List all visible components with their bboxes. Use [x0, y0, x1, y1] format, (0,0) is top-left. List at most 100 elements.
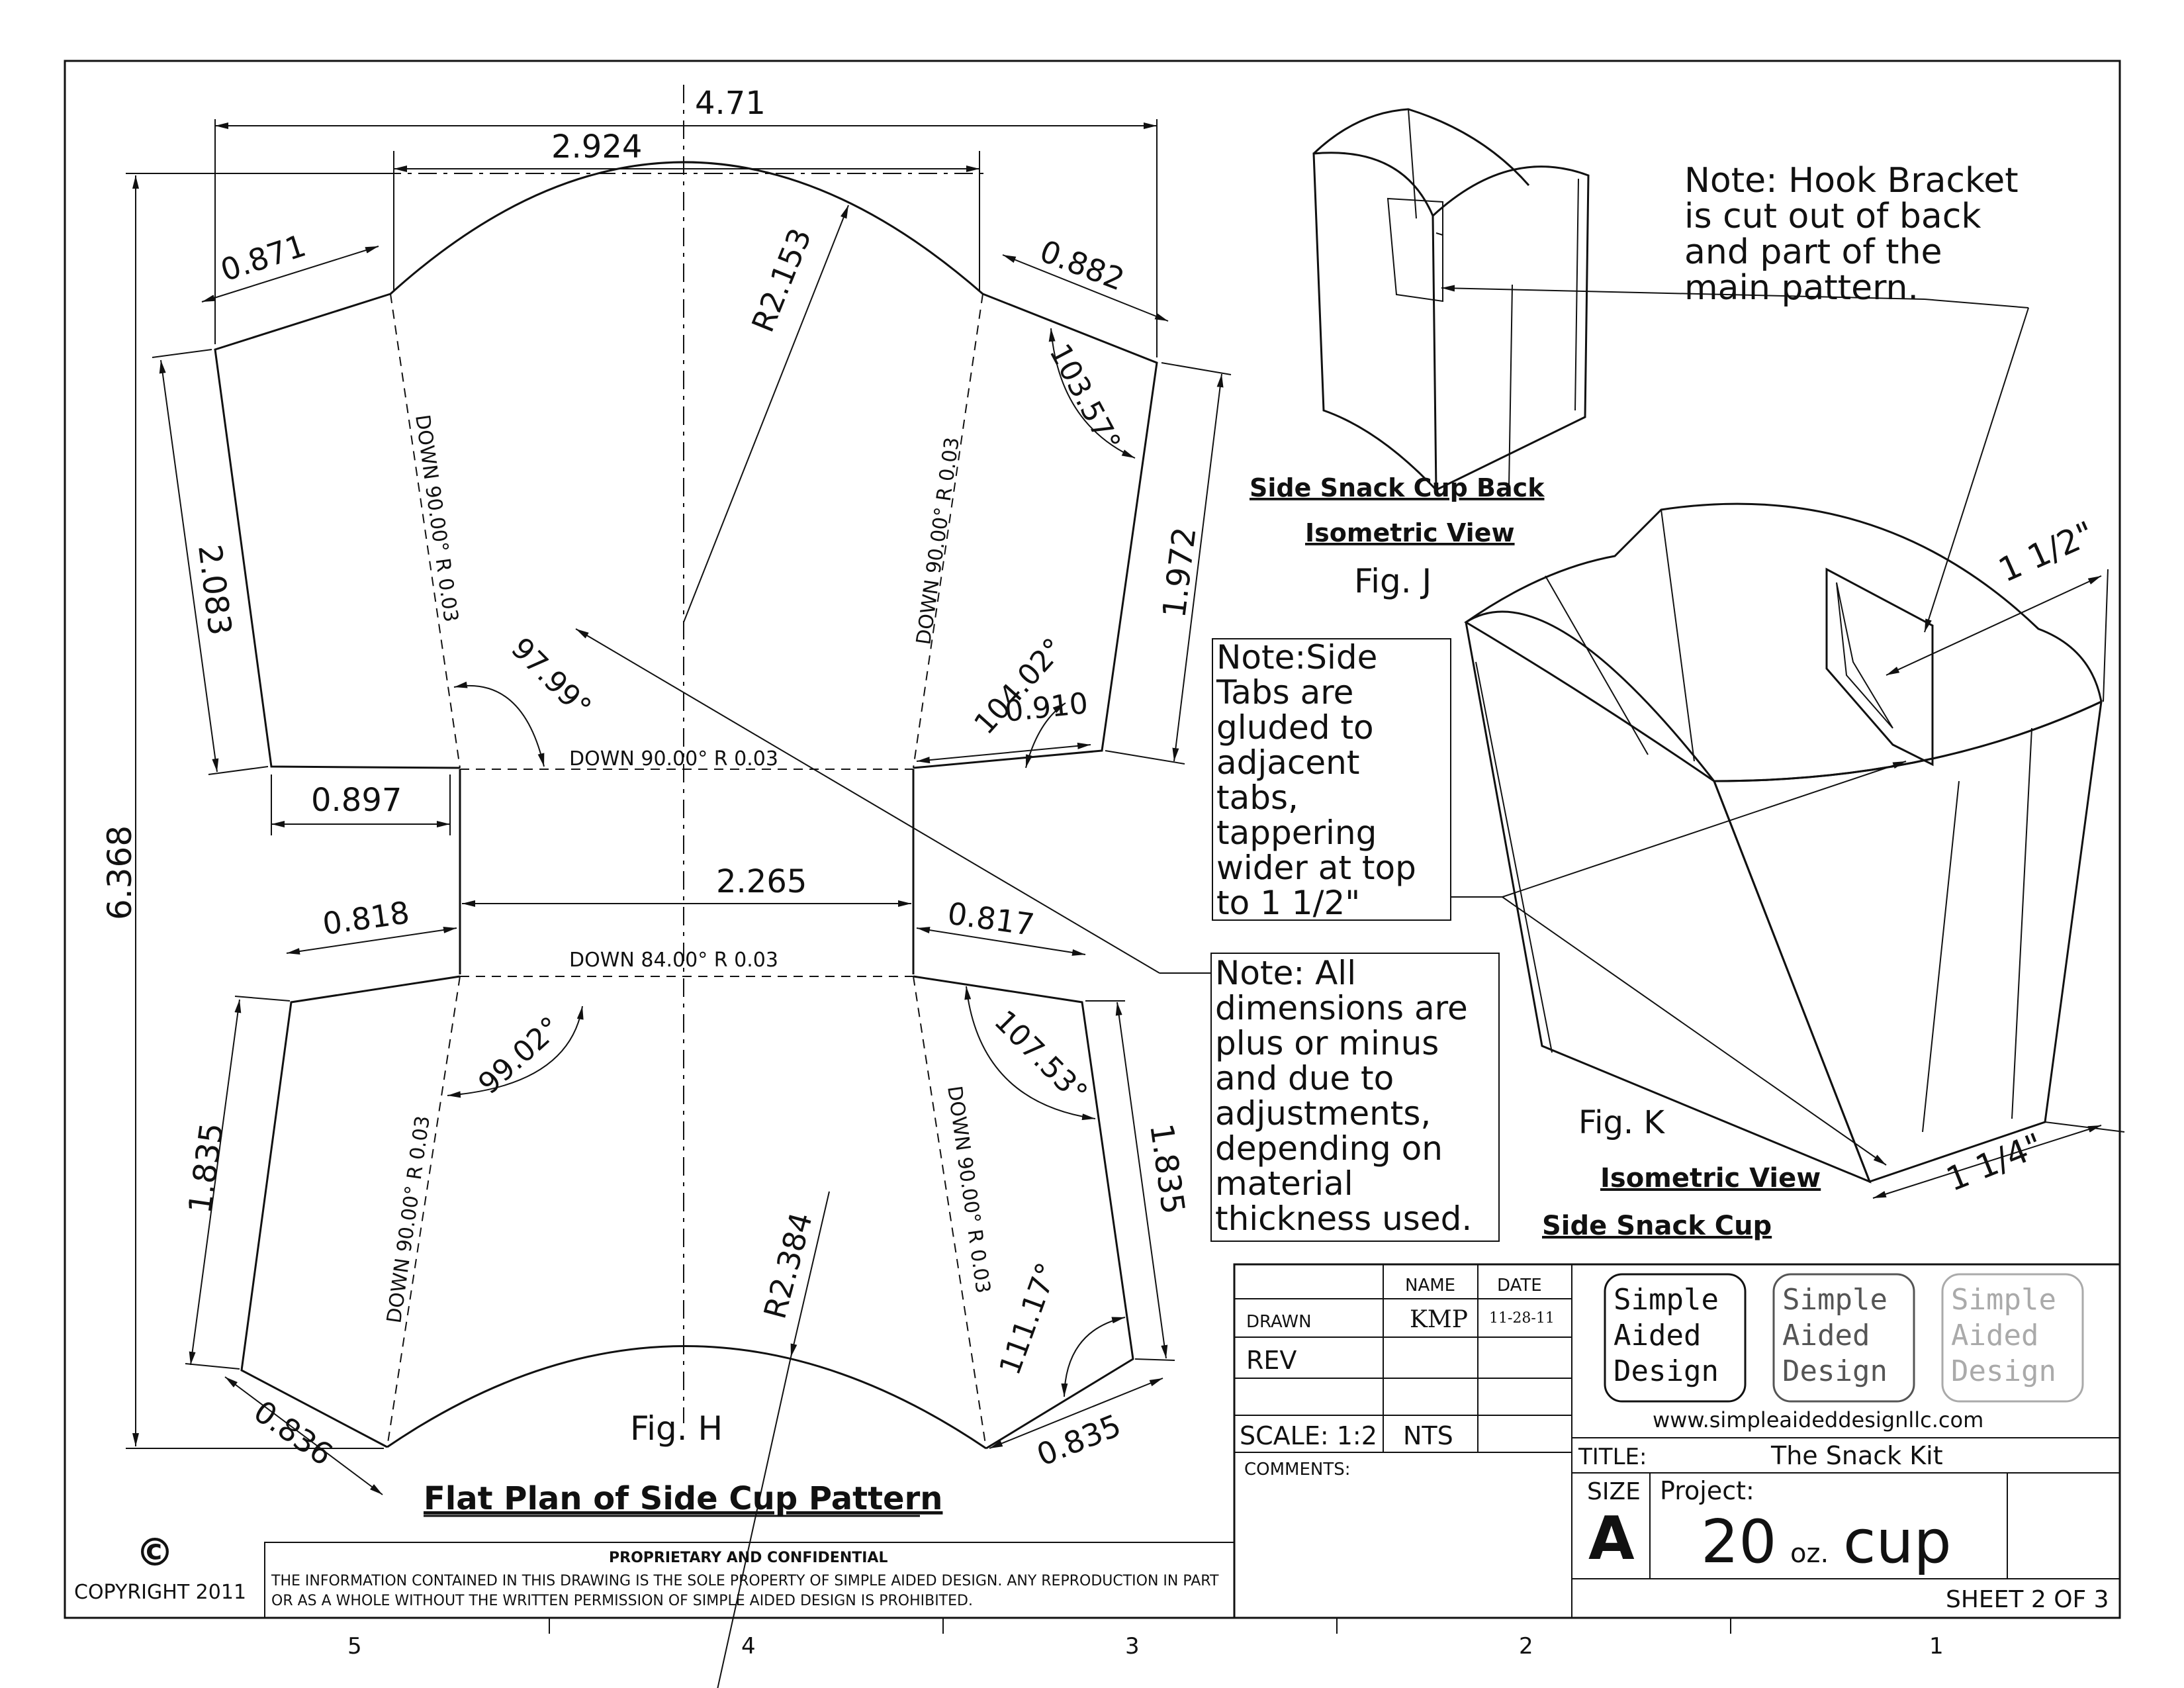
dim-0-835: 0.835: [1032, 1407, 1126, 1473]
iso-left-face: [1465, 610, 1872, 1184]
tb-website: www.simpleaideddesignllc.com: [1653, 1407, 1983, 1432]
top-arc: [389, 161, 983, 295]
dim-0-818: 0.818: [320, 894, 412, 942]
flat-plan: 4.71 2.924 0.871 R2.153 0.882 103.57° 2.…: [101, 85, 1232, 1688]
tb-sheet: SHEET 2 OF 3: [1946, 1586, 2109, 1613]
hook-note: Note: Hook Bracket is cut out of back an…: [1441, 161, 2029, 633]
iso-dim-bottom: 1 1/4": [1941, 1126, 2048, 1199]
dim-r2-153: R2.153: [745, 223, 818, 337]
dim-r2-384: R2.384: [756, 1209, 819, 1323]
svg-text:Aided: Aided: [1782, 1319, 1870, 1352]
fold-note-bottom-center: DOWN 84.00° R 0.03: [569, 949, 778, 972]
dims-note-line-6: depending on: [1215, 1129, 1443, 1168]
tb-drawn-date: 11-28-11: [1489, 1310, 1555, 1327]
dim-0-836: 0.836: [248, 1393, 340, 1473]
iso-view-caption-1: Isometric View: [1600, 1163, 1821, 1194]
dims-note: Note: All dimensions are plus or minus a…: [1210, 953, 1500, 1242]
title-block: NAME DATE DRAWN KMP 11-28-11 REV SCALE: …: [1233, 1263, 2121, 1619]
svg-text:Simple: Simple: [1951, 1283, 2056, 1317]
zone-markers: 5 4 3 2 1: [347, 1618, 1944, 1660]
dims-note-line-3: plus or minus: [1215, 1024, 1439, 1062]
dim-111-17: 111.17°: [993, 1258, 1064, 1380]
zone-3: 3: [1125, 1633, 1140, 1660]
tabs-note-line-7: wider at top: [1216, 849, 1416, 887]
flat-plan-title: Flat Plan of Side Cup Pattern: [424, 1480, 942, 1517]
hook-note-line-1: Note: Hook Bracket: [1684, 161, 2019, 201]
iso-hook-cutout: [1825, 567, 1934, 767]
dim-99-02: 99.02°: [472, 1010, 567, 1101]
fig-j-label: Fig. J: [1354, 562, 1432, 600]
logo-dark: Simple Aided Design: [1604, 1273, 1747, 1403]
tb-project-label: Project:: [1660, 1476, 1754, 1505]
dim-2-924: 2.924: [551, 128, 642, 165]
dims-note-line-2: dimensions are: [1215, 989, 1468, 1027]
dim-4-71: 4.71: [695, 85, 766, 122]
tb-scale-label: SCALE: 1:2: [1240, 1421, 1377, 1450]
tabs-note-line-5: tabs,: [1216, 778, 1298, 817]
footer-proprietary-line1: THE INFORMATION CONTAINED IN THIS DRAWIN…: [271, 1573, 1219, 1589]
svg-text:Simple: Simple: [1782, 1283, 1888, 1317]
fold-note-top-left: DOWN 90.00° R 0.03: [410, 413, 463, 624]
tb-date-header: DATE: [1497, 1276, 1542, 1295]
back-view-caption-1: Side Snack Cup Back: [1250, 473, 1545, 502]
dim-1-835-left: 1.835: [181, 1121, 231, 1216]
dim-2-083: 2.083: [191, 543, 238, 637]
tb-project-number: 20: [1701, 1507, 1777, 1577]
tabs-note-line-3: gluded to: [1216, 708, 1374, 747]
svg-text:Design: Design: [1782, 1354, 1888, 1388]
tabs-note-line-4: adjacent: [1216, 743, 1359, 782]
bottom-arc: [387, 1345, 987, 1450]
footer-proprietary-line2: OR AS A WHOLE WITHOUT THE WRITTEN PERMIS…: [271, 1593, 973, 1609]
tb-project-name: cup: [1843, 1507, 1952, 1577]
tabs-note: Note:Side Tabs are gluded to adjacent ta…: [1212, 638, 1502, 922]
fig-k-label: Fig. K: [1578, 1104, 1665, 1141]
zone-2: 2: [1519, 1633, 1533, 1660]
fold-note-bottom-right: DOWN 90.00° R 0.03: [942, 1084, 995, 1295]
fig-h-label: Fig. H: [630, 1409, 723, 1448]
dims-note-line-5: adjustments,: [1215, 1094, 1431, 1133]
footer-copyright: COPYRIGHT 2011: [74, 1581, 246, 1604]
iso-view-caption-2: Side Snack Cup: [1542, 1211, 1772, 1241]
iso-top-rim: [1464, 502, 2103, 782]
dims-note-line-1: Note: All: [1215, 954, 1356, 992]
tb-size-value: A: [1588, 1504, 1635, 1573]
svg-text:Design: Design: [1614, 1354, 1719, 1388]
tb-project-unit: oz.: [1790, 1538, 1829, 1569]
dim-0-882: 0.882: [1035, 233, 1129, 298]
dim-1-972: 1.972: [1156, 525, 1203, 620]
dims-note-line-4: and due to: [1215, 1059, 1394, 1098]
tb-title-value: The Snack Kit: [1770, 1441, 1943, 1470]
tb-drawn-label: DRAWN: [1246, 1312, 1312, 1332]
footer: © COPYRIGHT 2011 PROPRIETARY AND CONFIDE…: [74, 1530, 1235, 1618]
iso-view: 1 1/2" 1 1/4" Fig. K Isometric View Side…: [1464, 502, 2125, 1241]
top-left-flap: [214, 293, 461, 769]
tabs-note-line-6: tappering: [1216, 814, 1377, 852]
tb-scale-value: NTS: [1403, 1421, 1453, 1450]
footer-proprietary-title: PROPRIETARY AND CONFIDENTIAL: [609, 1550, 887, 1566]
zone-4: 4: [741, 1633, 756, 1660]
iso-right-face: [1712, 700, 2103, 1183]
zone-5: 5: [347, 1633, 362, 1660]
back-isometric-view: Side Snack Cup Back Isometric View Fig. …: [1250, 108, 1590, 600]
svg-text:Aided: Aided: [1951, 1319, 2038, 1352]
tabs-note-line-8: to 1 1/2": [1216, 884, 1360, 922]
zone-1: 1: [1929, 1633, 1944, 1660]
dim-1-835-right: 1.835: [1142, 1121, 1192, 1217]
tb-title-label: TITLE:: [1578, 1444, 1647, 1470]
iso-dim-top: 1 1/2": [1993, 514, 2100, 589]
tabs-note-line-2: Tabs are: [1216, 673, 1353, 712]
dim-0-871: 0.871: [216, 227, 310, 288]
footer-copyright-symbol: ©: [136, 1530, 174, 1575]
fold-note-top-right: DOWN 90.00° R 0.03: [912, 436, 964, 646]
dims-note-line-8: thickness used.: [1215, 1199, 1472, 1238]
bottom-left-flap: [240, 975, 461, 1448]
back-view-caption-2: Isometric View: [1305, 518, 1515, 547]
hook-note-line-2: is cut out of back: [1684, 197, 1981, 236]
tabs-note-line-1: Note:Side: [1216, 638, 1377, 677]
dim-6-368: 6.368: [101, 825, 139, 920]
tb-drawn-name: KMP: [1410, 1306, 1468, 1333]
svg-text:Aided: Aided: [1614, 1319, 1701, 1352]
dim-103-57: 103.57°: [1042, 338, 1127, 457]
dims-note-line-7: material: [1215, 1164, 1353, 1203]
